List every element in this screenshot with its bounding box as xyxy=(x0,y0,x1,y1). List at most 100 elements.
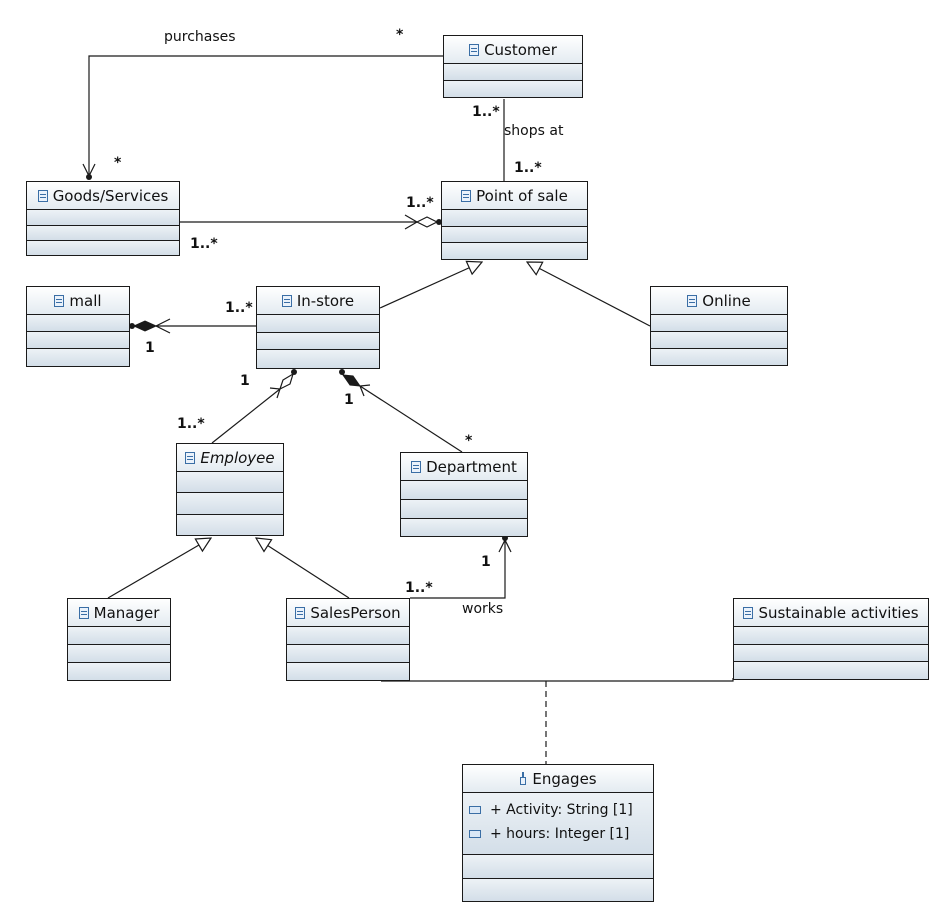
class-name: Department xyxy=(426,457,517,476)
class-in-store-header: In-store xyxy=(257,287,379,315)
class-goods-services[interactable]: Goods/Services xyxy=(26,181,180,256)
purchases-mult-goods: * xyxy=(114,155,122,171)
class-manager[interactable]: Manager xyxy=(67,598,171,681)
class-icon xyxy=(411,460,422,473)
class-icon xyxy=(54,294,65,307)
edge-salesperson-generalizes-employee[interactable] xyxy=(256,538,350,599)
class-salesperson-compartment xyxy=(287,663,409,680)
edge-instore-department-dot xyxy=(339,369,345,375)
class-engages[interactable]: Engages + Activity: String [1] + hours: … xyxy=(462,764,654,902)
works-label: works xyxy=(462,601,504,617)
purchases-mult-customer: * xyxy=(396,27,404,43)
class-name: Online xyxy=(702,291,751,310)
class-manager-compartment xyxy=(68,663,170,680)
class-sustainable-activities-attributes xyxy=(734,627,928,645)
class-sustainable-activities[interactable]: Sustainable activities xyxy=(733,598,929,680)
class-point-of-sale-compartment xyxy=(442,243,587,259)
class-mall-operations xyxy=(27,332,129,349)
class-point-of-sale-attributes xyxy=(442,210,587,227)
class-mall-header: mall xyxy=(27,287,129,315)
class-in-store-compartment xyxy=(257,350,379,368)
class-online[interactable]: Online xyxy=(650,286,788,366)
edge-instore-department[interactable] xyxy=(359,385,463,453)
class-engages-attributes: + Activity: String [1] + hours: Integer … xyxy=(463,793,653,855)
class-employee-attributes xyxy=(177,472,283,493)
class-engages-operations xyxy=(463,855,653,879)
class-online-attributes xyxy=(651,315,787,332)
class-online-operations xyxy=(651,332,787,349)
class-customer[interactable]: Customer xyxy=(443,35,583,98)
class-point-of-sale-operations xyxy=(442,227,587,243)
attribute-text: + hours: Integer [1] xyxy=(490,826,630,842)
edge-works[interactable] xyxy=(410,540,505,599)
class-point-of-sale-header: Point of sale xyxy=(442,182,587,210)
edge-goods-pos-diamond xyxy=(415,216,439,228)
edge-instore-employee[interactable] xyxy=(211,388,281,444)
class-name: In-store xyxy=(296,291,355,310)
class-salesperson[interactable]: SalesPerson xyxy=(286,598,410,681)
class-name: Sustainable activities xyxy=(758,603,919,622)
class-icon xyxy=(281,294,292,307)
class-name: Customer xyxy=(484,40,557,59)
shops-at-label: shops at xyxy=(504,123,564,139)
class-name: Engages xyxy=(532,769,597,788)
mall-mult-mall: 1 xyxy=(145,340,155,356)
class-employee[interactable]: Employee xyxy=(176,443,284,536)
instore-department-mult-instore: 1 xyxy=(344,392,354,408)
class-mall-compartment xyxy=(27,349,129,366)
class-department[interactable]: Department xyxy=(400,452,528,537)
class-goods-services-compartment xyxy=(27,241,179,255)
class-engages-header: Engages xyxy=(463,765,653,793)
class-salesperson-operations xyxy=(287,645,409,663)
class-salesperson-attributes xyxy=(287,627,409,645)
class-icon xyxy=(37,189,48,202)
edge-instore-generalizes-pos[interactable] xyxy=(379,262,482,309)
class-department-compartment xyxy=(401,519,527,536)
class-icon xyxy=(469,43,480,56)
class-goods-services-attributes xyxy=(27,210,179,226)
class-manager-header: Manager xyxy=(68,599,170,627)
class-sustainable-activities-operations xyxy=(734,645,928,662)
class-mall-attributes xyxy=(27,315,129,332)
class-name: SalesPerson xyxy=(310,603,401,622)
class-mall[interactable]: mall xyxy=(26,286,130,367)
class-name: Goods/Services xyxy=(52,186,169,205)
class-customer-operations xyxy=(444,81,582,97)
attribute-icon xyxy=(469,806,481,814)
instore-employee-mult-instore: 1 xyxy=(240,373,250,389)
attribute-row[interactable]: + hours: Integer [1] xyxy=(463,822,653,846)
edge-engages[interactable] xyxy=(381,678,734,682)
class-customer-header: Customer xyxy=(444,36,582,64)
mall-mult-instore: 1..* xyxy=(225,300,253,316)
edge-manager-generalizes-employee[interactable] xyxy=(107,538,211,599)
goods-pos-mult-goods: 1..* xyxy=(190,236,218,252)
edge-mall-instore-diamond xyxy=(132,320,158,332)
edge-purchases[interactable] xyxy=(89,55,443,176)
edge-purchases-dot xyxy=(86,174,92,180)
class-point-of-sale[interactable]: Point of sale xyxy=(441,181,588,260)
class-icon xyxy=(295,606,306,619)
class-icon xyxy=(461,189,472,202)
class-employee-operations xyxy=(177,493,283,515)
attribute-icon xyxy=(469,830,481,838)
edge-goods-pos-dot xyxy=(436,219,442,225)
instore-department-mult-department: * xyxy=(465,433,473,449)
class-manager-attributes xyxy=(68,627,170,645)
class-icon xyxy=(78,606,89,619)
class-salesperson-header: SalesPerson xyxy=(287,599,409,627)
attribute-row[interactable]: + Activity: String [1] xyxy=(463,798,653,822)
edge-instore-department-diamond xyxy=(341,374,362,387)
edge-online-generalizes-pos[interactable] xyxy=(527,262,651,327)
class-in-store[interactable]: In-store xyxy=(256,286,380,369)
edge-instore-employee-diamond xyxy=(278,372,295,391)
shops-mult-customer: 1..* xyxy=(472,104,500,120)
class-icon xyxy=(185,451,196,464)
class-online-header: Online xyxy=(651,287,787,315)
instore-employee-mult-employee: 1..* xyxy=(177,416,205,432)
class-goods-services-header: Goods/Services xyxy=(27,182,179,210)
edge-instore-employee-dot xyxy=(291,369,297,375)
works-mult-department: 1 xyxy=(481,554,491,570)
class-name: Point of sale xyxy=(476,186,568,205)
attribute-text: + Activity: String [1] xyxy=(490,802,633,818)
